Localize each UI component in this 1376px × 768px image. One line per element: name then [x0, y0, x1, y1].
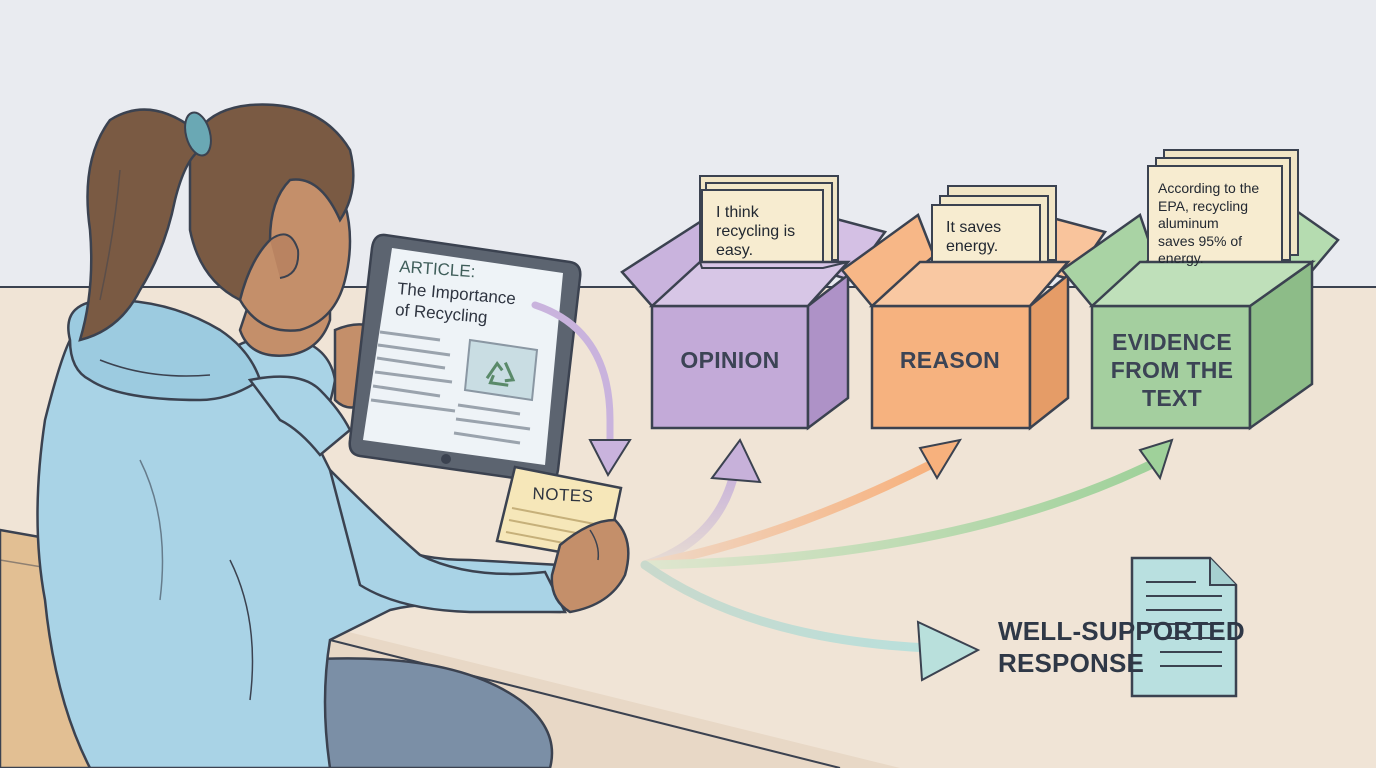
arrow-to-response: [640, 560, 935, 653]
arrow-to-reason: [640, 460, 935, 570]
opinion-card-text: I think recycling is easy.: [716, 204, 796, 259]
arrow-to-evidence: [640, 460, 1155, 570]
document-icon: [1130, 556, 1238, 698]
reason-box-label: REASON: [899, 347, 1001, 373]
evidence-box-label: EVIDENCE FROM THE TEXT: [1110, 329, 1234, 411]
reason-card-text: It saves energy.: [946, 219, 1002, 255]
reason-box: [840, 185, 1108, 431]
evidence-box: [1060, 149, 1340, 431]
tablet: [348, 233, 582, 484]
opinion-box: [620, 175, 888, 431]
notes-label: NOTES: [532, 484, 594, 507]
response-label: WELL-SUPPORTED RESPONSE: [998, 616, 1245, 678]
evidence-card-text: According to the EPA, recycling aluminum…: [1158, 180, 1260, 266]
recycle-icon: [485, 360, 516, 387]
tablet-to-notes-arrow: [531, 301, 614, 449]
hair: [188, 103, 355, 302]
opinion-box-label: OPINION: [680, 347, 780, 373]
